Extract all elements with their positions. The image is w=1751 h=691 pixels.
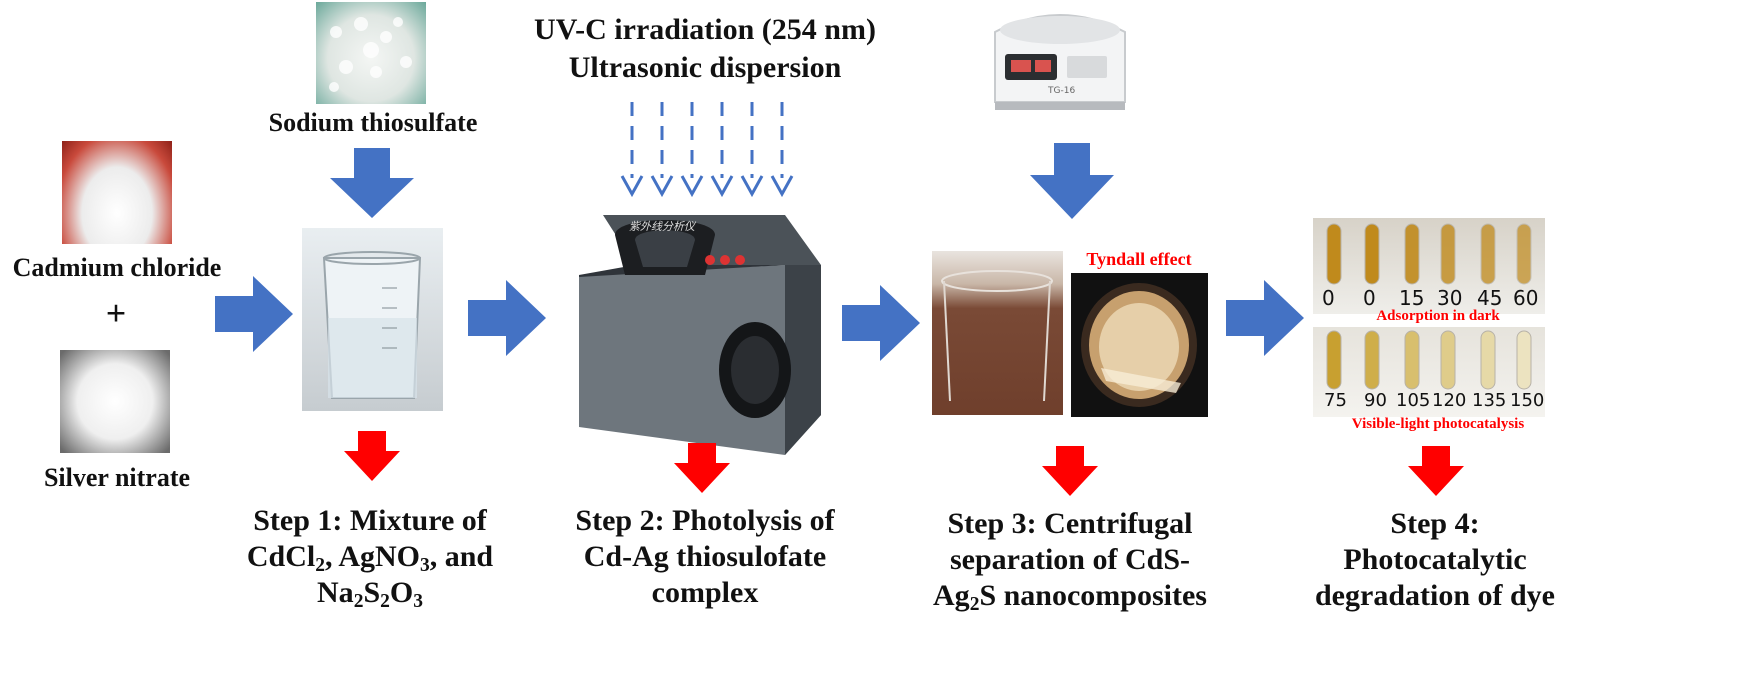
blue-right-arrow-icon — [215, 276, 293, 352]
red-down-arrow-icon — [1042, 446, 1098, 496]
cadmium-chloride-photo — [62, 141, 172, 244]
step-1-line-2: CdCl2, AgNO3, and — [246, 540, 494, 576]
tube-label: 15 — [1399, 286, 1425, 310]
uv-analyzer-device — [579, 215, 821, 455]
step-4-text: Step 4: Photocatalytic degradation of dy… — [1275, 506, 1595, 614]
tube-label: 75 — [1324, 390, 1347, 411]
tube-label: 135 — [1472, 390, 1507, 411]
plus-sign: + — [105, 293, 127, 333]
test-tubes-bottom-icon — [1326, 330, 1532, 390]
cadmium-chloride-label: Cadmium chloride — [12, 253, 222, 282]
step-1-line-1: Step 1: Mixture of — [253, 504, 487, 537]
photocatalysis-tubes-photo — [1313, 327, 1545, 417]
step-2-line-2: Cd-Ag thiosulofate — [583, 540, 827, 573]
red-down-arrow-icon — [344, 431, 400, 481]
test-tubes-top-icon — [1326, 223, 1532, 285]
beaker-photo — [302, 228, 443, 411]
tube-label: 0 — [1363, 286, 1376, 310]
visible-light-photocatalysis-label: Visible-light photocatalysis — [1351, 416, 1525, 432]
brown-suspension-photo — [932, 251, 1063, 415]
step-4-line-3: degradation of dye — [1315, 579, 1555, 612]
step-2-line-1: Step 2: Photolysis of — [575, 504, 835, 537]
step-4-line-1: Step 4: — [1390, 507, 1480, 540]
tyndall-effect-photo — [1071, 273, 1208, 417]
step-3-line-1: Step 3: Centrifugal — [947, 507, 1193, 540]
uv-analyzer-chinese-label: 紫外线分析仪 — [628, 220, 698, 233]
tube-label: 45 — [1477, 286, 1503, 310]
ultrasonic-dispersion-label: Ultrasonic dispersion — [568, 51, 842, 84]
blue-right-arrow-icon — [842, 285, 920, 361]
tube-label: 150 — [1510, 390, 1545, 411]
step-3-line-3: Ag2S nanocomposites — [933, 579, 1207, 615]
blue-right-arrow-icon — [468, 280, 546, 356]
tube-label: 105 — [1396, 390, 1431, 411]
tube-label: 120 — [1432, 390, 1467, 411]
step-3-text: Step 3: Centrifugal separation of CdS- A… — [905, 506, 1235, 614]
tube-label: 30 — [1437, 286, 1463, 310]
tube-label: 90 — [1364, 390, 1387, 411]
adsorption-in-dark-label: Adsorption in dark — [1376, 308, 1500, 324]
step-2-line-3: complex — [651, 576, 759, 609]
centrifuge-device — [994, 14, 1126, 110]
red-down-arrow-icon — [674, 443, 730, 493]
step-1-text: Step 1: Mixture of CdCl2, AgNO3, and Na2… — [205, 503, 535, 611]
blue-down-arrow-icon — [330, 148, 414, 218]
tyndall-effect-label: Tyndall effect — [1086, 249, 1192, 269]
adsorption-tubes-photo — [1313, 218, 1545, 314]
centrifuge-model-label: TG-16 — [1048, 86, 1076, 96]
silver-nitrate-label: Silver nitrate — [43, 463, 191, 492]
uv-c-irradiation-label: UV-C irradiation (254 nm) — [534, 13, 876, 46]
crystal-texture-icon — [329, 17, 412, 92]
tube-label: 60 — [1513, 286, 1539, 310]
sodium-thiosulfate-photo — [316, 2, 426, 104]
step-1-line-3: Na2S2O3 — [317, 576, 423, 612]
blue-down-arrow-icon — [1030, 143, 1114, 219]
blue-right-arrow-icon — [1226, 280, 1304, 356]
step-2-text: Step 2: Photolysis of Cd-Ag thiosulofate… — [540, 503, 870, 611]
tube-label: 0 — [1322, 286, 1335, 310]
uv-rays-icon — [620, 102, 794, 198]
step-3-line-2: separation of CdS- — [949, 543, 1190, 576]
silver-nitrate-photo — [60, 350, 170, 453]
sodium-thiosulfate-label: Sodium thiosulfate — [268, 108, 478, 137]
red-down-arrow-icon — [1408, 446, 1464, 496]
step-4-line-2: Photocatalytic — [1343, 543, 1527, 576]
